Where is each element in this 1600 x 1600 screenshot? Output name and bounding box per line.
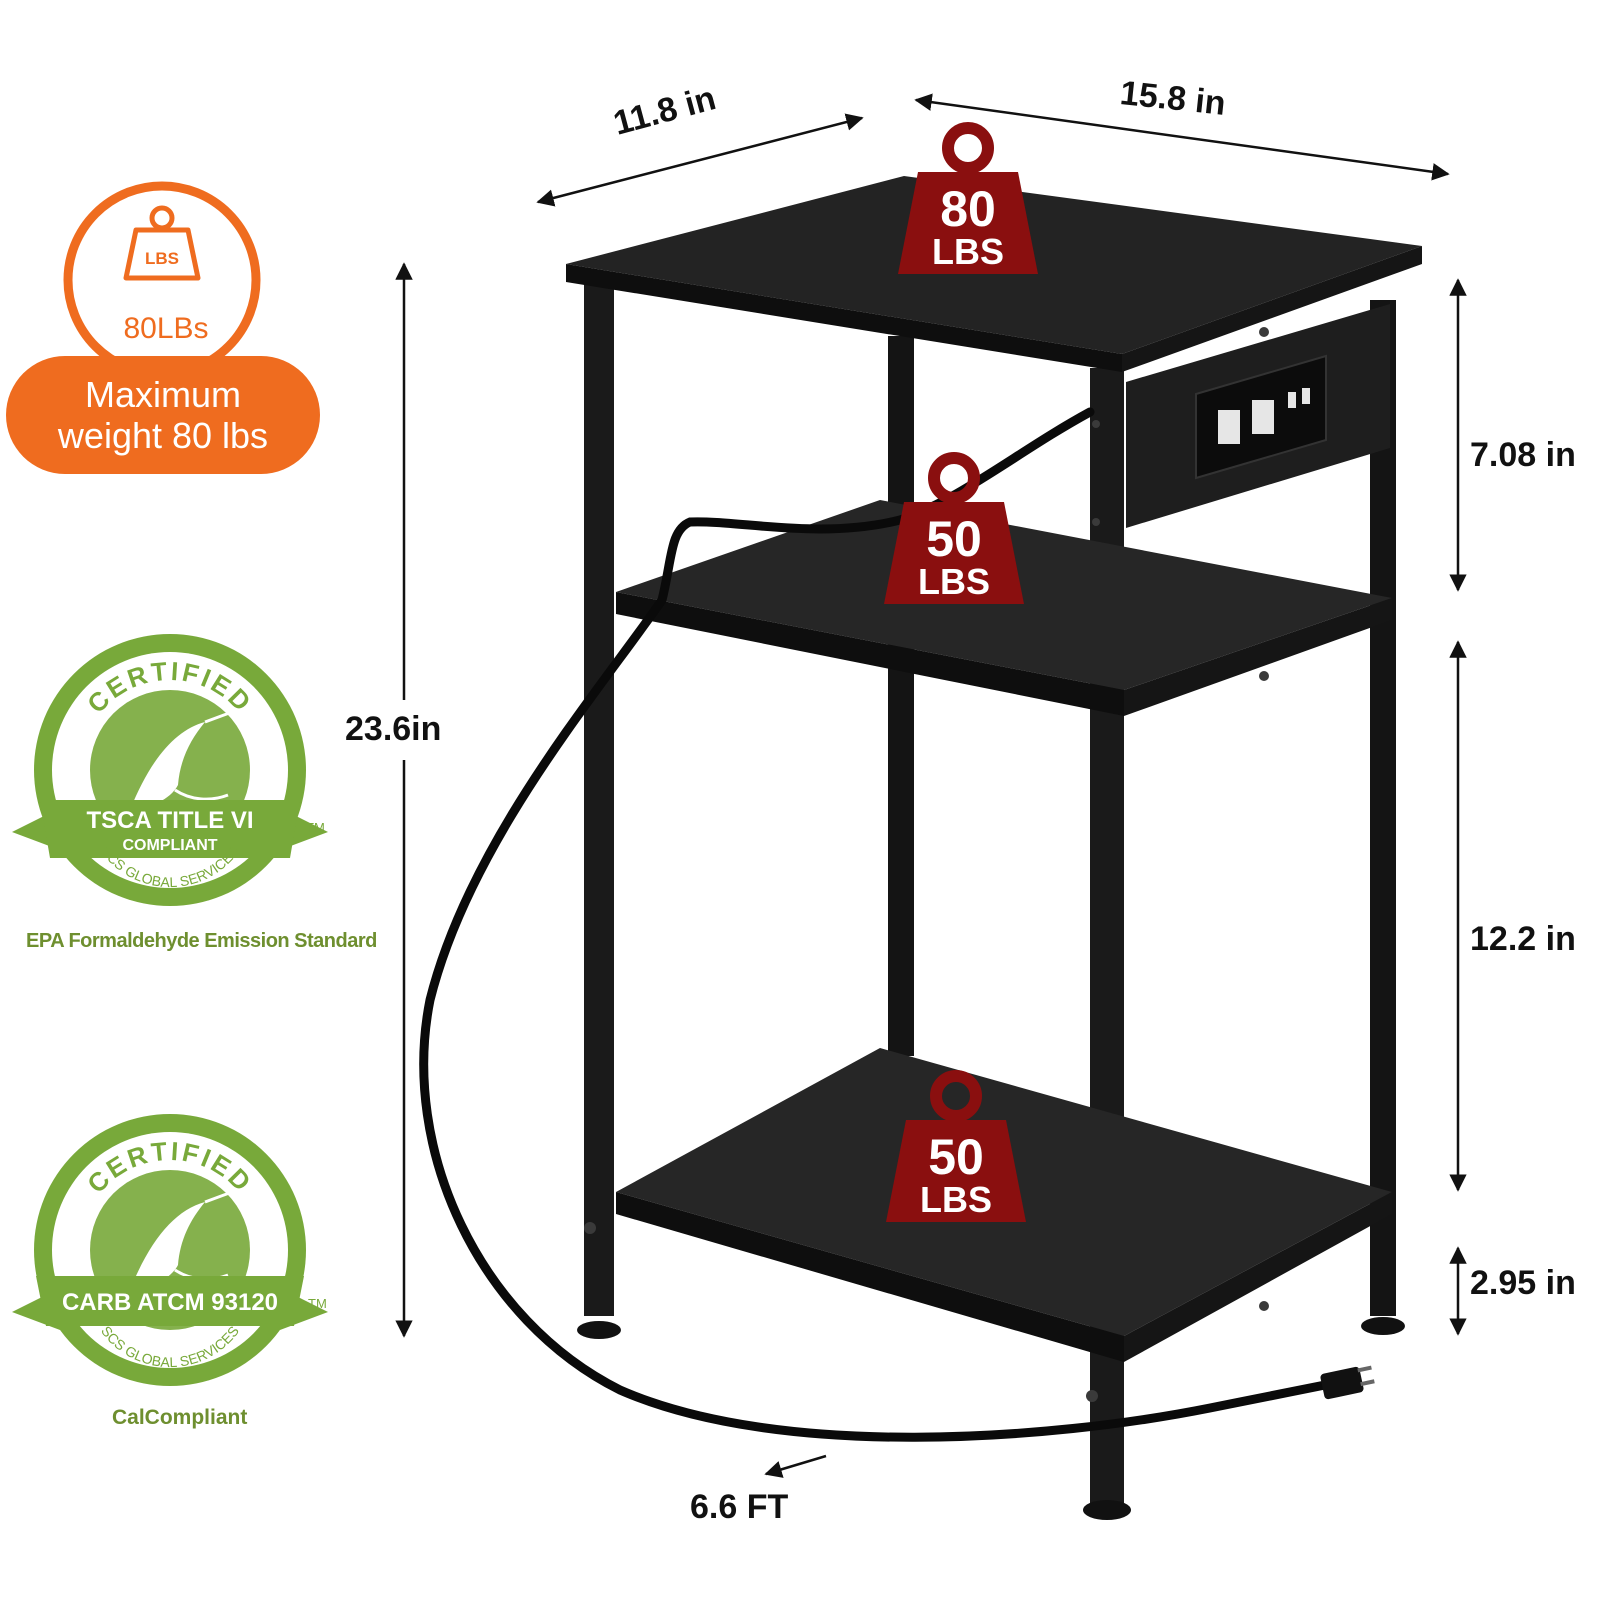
- cert1-caption: EPA Formaldehyde Emission Standard: [26, 930, 377, 952]
- load-top-value: 80: [940, 181, 996, 237]
- screws: [584, 327, 1269, 1402]
- cert1-banner-line2: COMPLIANT: [122, 837, 217, 854]
- max-weight-line2: weight 80 lbs: [57, 415, 269, 456]
- max-weight-pill: Maximum weight 80 lbs: [6, 356, 320, 474]
- top-gap-label: 7.08 in: [1470, 436, 1576, 474]
- weight-icon-label: LBS: [145, 249, 179, 268]
- max-weight-badge: LBS 80LBs: [63, 181, 261, 379]
- plug-icon: [1320, 1365, 1375, 1400]
- width-arrow: [914, 93, 1450, 181]
- side-table: [419, 176, 1422, 1520]
- bottom-gap-label: 2.95 in: [1470, 1264, 1576, 1302]
- cert1-tm: TM: [306, 820, 325, 835]
- foot: [1361, 1317, 1405, 1335]
- power-outlet-icon: [1195, 354, 1327, 480]
- middle-gap-label: 12.2 in: [1470, 920, 1576, 958]
- load-middle-unit: LBS: [918, 561, 990, 602]
- load-weight-top: 80 LBS: [898, 122, 1038, 274]
- cert-badge-carb: CERTIFIED CARB ATCM 93120 SCS GLOBAL SER…: [12, 1114, 328, 1386]
- cord-length-label: 6.6 FT: [690, 1488, 789, 1526]
- max-weight-line1: Maximum: [84, 373, 241, 415]
- depth-arrow: [536, 113, 864, 207]
- cert-badge-tsca: CERTIFIED TSCA TITLE VI COMPLIANT SCS GL…: [12, 634, 328, 906]
- cert2-caption: CalCompliant: [112, 1406, 248, 1429]
- cert2-tm: TM: [308, 1296, 327, 1311]
- cord-arrow: [764, 1454, 827, 1478]
- load-weight-bottom: 50 LBS: [886, 1070, 1026, 1222]
- dimension-lines: [395, 93, 1467, 1478]
- back-far-leg: [1370, 300, 1396, 1316]
- load-middle-value: 50: [926, 511, 982, 567]
- cert2-banner-line1: CARB ATCM 93120: [62, 1289, 278, 1316]
- capacity-text: 80LBs: [123, 312, 208, 345]
- back-right-leg: [888, 336, 914, 1056]
- hummingbird-icon: [130, 710, 233, 810]
- cert1-banner-line1: TSCA TITLE VI: [86, 807, 253, 834]
- load-bottom-unit: LBS: [920, 1179, 992, 1220]
- load-bottom-value: 50: [928, 1129, 984, 1185]
- load-weight-middle: 50 LBS: [884, 452, 1024, 604]
- front-left-leg: [584, 282, 614, 1316]
- power-cord: [419, 407, 1335, 1442]
- height-label: 23.6in: [345, 710, 442, 748]
- weight-icon: LBS: [123, 205, 201, 281]
- load-top-unit: LBS: [932, 231, 1004, 272]
- foot: [1083, 1500, 1131, 1520]
- foot: [577, 1321, 621, 1339]
